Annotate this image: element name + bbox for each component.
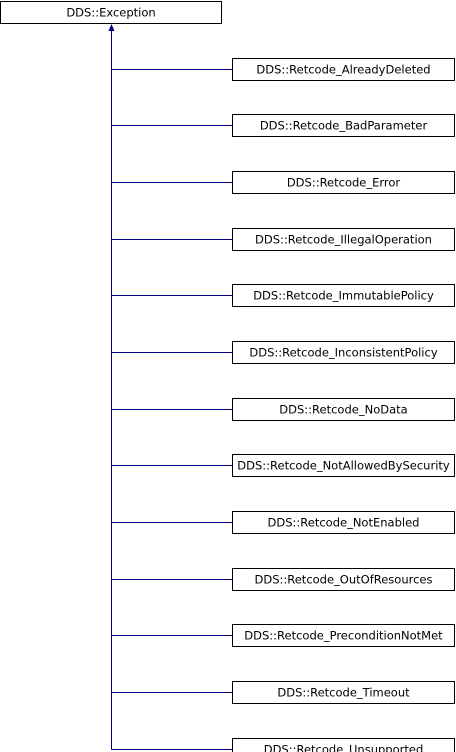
derived-class-node-already-deleted[interactable]: DDS::Retcode_AlreadyDeleted — [232, 58, 455, 81]
derived-class-label-inconsistent-policy: DDS::Retcode_InconsistentPolicy — [249, 346, 437, 360]
derived-class-label-illegal-operation: DDS::Retcode_IllegalOperation — [255, 233, 432, 247]
derived-class-label-timeout: DDS::Retcode_Timeout — [277, 686, 410, 700]
derived-class-node-unsupported[interactable]: DDS::Retcode_Unsupported — [232, 738, 455, 752]
derived-class-node-not-enabled[interactable]: DDS::Retcode_NotEnabled — [232, 511, 455, 534]
base-class-box[interactable] — [0, 1, 222, 24]
derived-class-box-not-enabled[interactable] — [232, 511, 455, 534]
derived-class-box-inconsistent-policy[interactable] — [232, 341, 455, 364]
derived-class-label-precondition-not-met: DDS::Retcode_PreconditionNotMet — [244, 629, 443, 643]
derived-class-label-not-allowed-by-security: DDS::Retcode_NotAllowedBySecurity — [237, 459, 450, 473]
inheritance-edges — [108, 24, 233, 750]
derived-class-node-bad-parameter[interactable]: DDS::Retcode_BadParameter — [232, 114, 455, 137]
derived-class-label-unsupported: DDS::Retcode_Unsupported — [264, 743, 424, 752]
derived-class-node-timeout[interactable]: DDS::Retcode_Timeout — [232, 681, 455, 704]
derived-class-box-bad-parameter[interactable] — [232, 114, 455, 137]
derived-class-box-not-allowed-by-security[interactable] — [232, 454, 455, 477]
derived-class-label-not-enabled: DDS::Retcode_NotEnabled — [268, 516, 420, 530]
derived-class-label-already-deleted: DDS::Retcode_AlreadyDeleted — [256, 63, 430, 77]
derived-class-box-no-data[interactable] — [232, 398, 455, 421]
base-class-label: DDS::Exception — [66, 6, 155, 20]
derived-class-label-error: DDS::Retcode_Error — [287, 176, 401, 190]
derived-class-node-illegal-operation[interactable]: DDS::Retcode_IllegalOperation — [232, 228, 455, 251]
derived-class-node-out-of-resources[interactable]: DDS::Retcode_OutOfResources — [232, 568, 455, 591]
derived-class-node-inconsistent-policy[interactable]: DDS::Retcode_InconsistentPolicy — [232, 341, 455, 364]
derived-class-label-out-of-resources: DDS::Retcode_OutOfResources — [255, 573, 433, 587]
base-class-node[interactable]: DDS::Exception — [0, 1, 222, 24]
derived-class-label-immutable-policy: DDS::Retcode_ImmutablePolicy — [253, 289, 434, 303]
derived-class-box-out-of-resources[interactable] — [232, 568, 455, 591]
derived-class-node-immutable-policy[interactable]: DDS::Retcode_ImmutablePolicy — [232, 284, 455, 307]
derived-class-box-immutable-policy[interactable] — [232, 284, 455, 307]
derived-class-box-already-deleted[interactable] — [232, 58, 455, 81]
derived-class-box-timeout[interactable] — [232, 681, 455, 704]
derived-class-node-no-data[interactable]: DDS::Retcode_NoData — [232, 398, 455, 421]
derived-class-node-error[interactable]: DDS::Retcode_Error — [232, 171, 455, 194]
derived-class-node-not-allowed-by-security[interactable]: DDS::Retcode_NotAllowedBySecurity — [232, 454, 455, 477]
derived-class-label-no-data: DDS::Retcode_NoData — [279, 403, 407, 417]
derived-class-node-precondition-not-met[interactable]: DDS::Retcode_PreconditionNotMet — [232, 624, 455, 647]
derived-class-box-unsupported[interactable] — [232, 738, 455, 752]
derived-class-box-precondition-not-met[interactable] — [232, 624, 455, 647]
arrow-up-icon — [108, 24, 115, 31]
derived-class-box-error[interactable] — [232, 171, 455, 194]
derived-class-label-bad-parameter: DDS::Retcode_BadParameter — [260, 119, 428, 133]
derived-class-box-illegal-operation[interactable] — [232, 228, 455, 251]
